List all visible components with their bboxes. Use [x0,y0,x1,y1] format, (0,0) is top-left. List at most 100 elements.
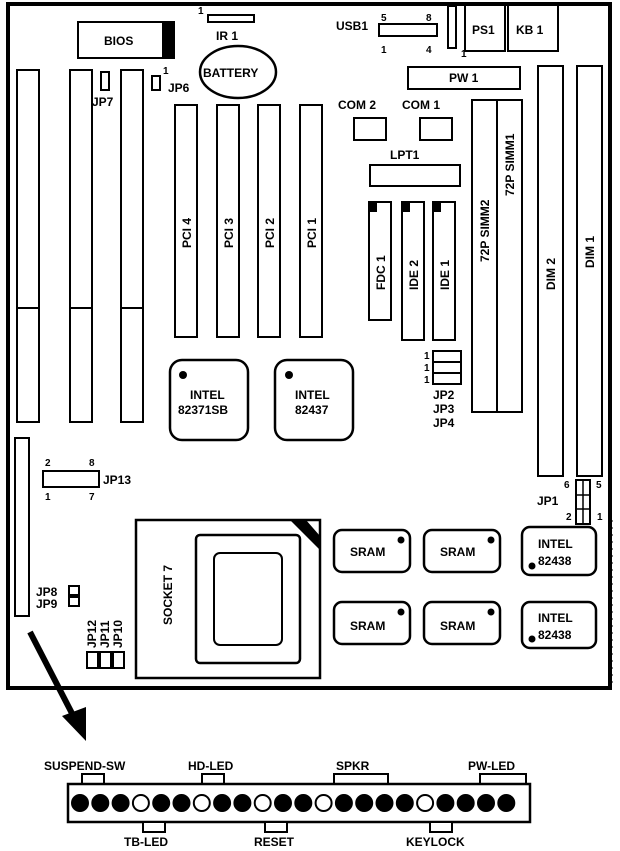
pw1-label: PW 1 [449,71,479,85]
sram-chip-2 [422,528,502,574]
sram-chip-3 [332,600,412,646]
ide1-label: IDE 1 [438,260,452,290]
jp6-label: JP6 [168,81,190,95]
simm1-label: 72P SIMM1 [503,133,517,196]
kb1-label: KB 1 [516,23,544,37]
connector-pin-open [131,794,150,812]
jp8-label: JP8 [36,585,58,599]
pci4-label: PCI 4 [180,218,194,248]
dim1-slot [576,65,603,477]
jp1-label: JP1 [537,494,559,508]
intel-82438-chip-1-line2: 82438 [538,554,572,568]
reset-tab [264,821,288,833]
intel-82438-chip-2 [520,600,598,650]
intel-82437-chip [273,358,355,442]
ir-pin-1: 1 [198,6,204,17]
ps1-connector [464,4,506,52]
ide2-pin1-marker [402,202,410,212]
connector-pin-filled [152,794,171,812]
com1-label: COM 1 [402,98,440,112]
connector-pin-filled [334,794,353,812]
keylock-label: KEYLOCK [406,835,465,849]
jp3-jumper [432,361,462,374]
pci1-slot [299,104,323,338]
connector-pin-filled [233,794,252,812]
usb-pin-8: 8 [426,13,432,24]
jp12-jumper [86,651,99,669]
intel-82437-dot [285,371,293,379]
pci3-label: PCI 3 [222,218,236,248]
simm1-slot [496,99,523,413]
usb-pin-4: 4 [426,45,432,56]
sram-chip-2-dot [487,536,495,544]
fdc-header [368,201,392,321]
socket7-cpu-die [213,552,283,646]
jp13-pin-2: 2 [45,458,51,469]
connector-pin-filled [456,794,475,812]
intel-82438-chip-2-line2: 82438 [538,628,572,642]
com1-header [419,117,453,141]
connector-pin-filled [375,794,394,812]
connector-pin-filled [294,794,313,812]
intel-82438-chip-2-line1: INTEL [538,611,573,625]
keylock-tab [429,821,453,833]
jp3-label: JP3 [433,402,455,416]
com2-header [353,117,387,141]
spkr-label: SPKR [336,759,370,773]
bios-chip-edge [162,22,174,58]
pci1-label: PCI 1 [305,218,319,248]
intel-82438-chip-1-dot [528,562,536,570]
sram-chip-4 [422,600,502,646]
sram-chip-3-label: SRAM [350,619,385,633]
jp6-pin-1: 1 [163,66,169,77]
ide1-pin1-marker [433,202,441,212]
intel-82437-line2: 82437 [295,403,329,417]
pw-led-tab [479,773,527,785]
battery [198,44,278,100]
jp7-jumper [100,71,110,91]
tb-led-label: TB-LED [124,835,168,849]
lpt-label: LPT1 [390,148,420,162]
jp1-pin-2: 2 [566,512,572,523]
pci4-slot [174,104,198,338]
connector-pin-open [314,794,333,812]
reset-label: RESET [254,835,295,849]
usb-label: USB1 [336,19,368,33]
jp13-pin-8: 8 [89,458,95,469]
jp2-label: JP2 [433,388,455,402]
suspend-sw-label: SUSPEND-SW [44,759,126,773]
usb-header [378,23,438,37]
simm2-slot [471,99,498,413]
sram-chip-1-label: SRAM [350,545,385,559]
jp1-pin-6: 6 [564,480,570,491]
jp4-pin-1: 1 [424,375,430,386]
socket7-label: SOCKET 7 [161,565,175,625]
ir-label: IR 1 [216,29,238,43]
jp9-jumper [68,596,80,607]
pci2-label: PCI 2 [263,218,277,248]
connector-pin-filled [172,794,191,812]
ps-small-pin-1: 1 [461,49,467,60]
front-panel-header [14,437,30,617]
jp11-jumper [99,651,112,669]
jp13-header [42,470,100,488]
ide1-header [432,201,456,341]
ide2-label: IDE 2 [407,260,421,290]
intel-82371sb-line1: INTEL [190,388,225,402]
isa-slot-3 [120,69,144,423]
jp1-pin-5: 5 [596,480,602,491]
jp11-label: JP11 [98,620,112,648]
jp3-pin-1: 1 [424,363,430,374]
sram-chip-3-dot [397,608,405,616]
intel-82437-line1: INTEL [295,388,330,402]
bios-label: BIOS [104,34,133,48]
sram-chip-4-label: SRAM [440,619,475,633]
jp10-jumper [112,651,125,669]
socket7-corner-notch [290,520,320,550]
connector-pin-open [192,794,211,812]
isa-slot-2 [69,69,93,423]
pw-led-label: PW-LED [468,759,515,773]
connector-pin-filled [477,794,495,812]
connector-pin-filled [213,794,232,812]
jp4-label: JP4 [433,416,455,430]
